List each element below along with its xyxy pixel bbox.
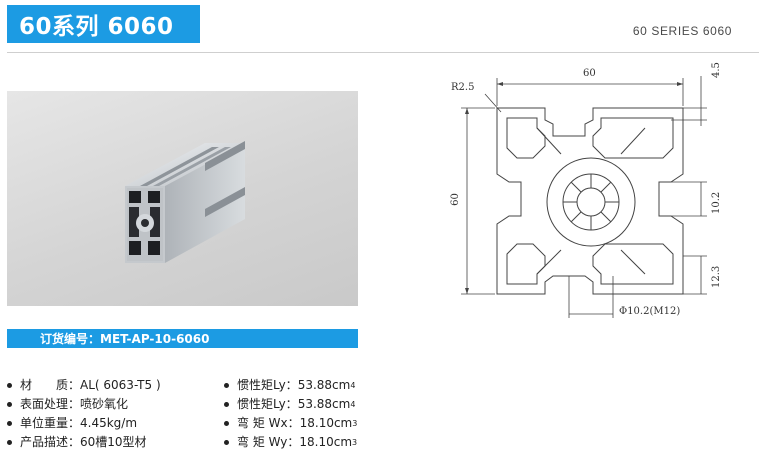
cross-section-drawing: R2.5 60 60 4.5 10.2 12.3 Φ10.2(M12) — [445, 62, 745, 324]
height-dim-label: 60 — [449, 193, 461, 206]
wall-dim-label: 4.5 — [711, 62, 722, 78]
spec-value: 18.10cm — [299, 416, 353, 430]
bullet-icon — [7, 383, 12, 388]
spec-value: AL( 6063-T5 ) — [80, 378, 161, 392]
spec-weight: 单位重量： 4.45kg/m — [7, 414, 161, 433]
width-dim-label: 60 — [583, 68, 596, 79]
spec-surface: 表面处理： 喷砂氧化 — [7, 395, 161, 414]
spec-label: 弯 矩 Wy： — [237, 435, 300, 449]
spec-value: 4.45kg/m — [80, 416, 138, 430]
bullet-icon — [224, 421, 229, 426]
spec-label: 惯性矩Ly： — [237, 397, 298, 411]
spec-description: 产品描述： 60槽10型材 — [7, 433, 161, 452]
order-number-bar: 订货编号：MET-AP-10-6060 — [7, 329, 358, 348]
bullet-icon — [7, 421, 12, 426]
header-divider — [7, 52, 759, 53]
spec-value: 喷砂氧化 — [80, 397, 129, 411]
profile-cross-section-svg — [461, 76, 707, 318]
spec-material: 材 质： AL( 6063-T5 ) — [7, 376, 161, 395]
spec-value: 53.88cm — [297, 378, 351, 392]
spec-label: 单位重量： — [20, 416, 81, 430]
spec-value: 53.88cm — [297, 397, 351, 411]
bullet-icon — [7, 440, 12, 445]
spec-value: 60槽10型材 — [80, 435, 147, 449]
bore-dim-label: Φ10.2(M12) — [619, 306, 681, 317]
spec-label: 惯性矩Ly： — [237, 378, 298, 392]
series-label: 60 SERIES 6060 — [632, 24, 732, 38]
spec-label: 弯 矩 Wx： — [237, 416, 300, 430]
slot-dim-label: 10.2 — [711, 191, 722, 214]
offset-dim-label: 12.3 — [711, 265, 722, 288]
spec-label: 材 质： — [20, 378, 81, 392]
bullet-icon — [224, 440, 229, 445]
specs-left: 材 质： AL( 6063-T5 ) 表面处理： 喷砂氧化 单位重量： 4.45… — [7, 376, 161, 452]
bullet-icon — [224, 383, 229, 388]
spec-label: 表面处理： — [20, 397, 81, 411]
page-title: 60系列 6060 — [7, 5, 200, 43]
bullet-icon — [7, 402, 12, 407]
radius-dim-label: R2.5 — [451, 82, 475, 93]
bullet-icon — [224, 402, 229, 407]
product-photo — [7, 91, 358, 306]
spec-value: 18.10cm — [299, 435, 353, 449]
aluminum-profile-illustration — [125, 141, 245, 263]
spec-label: 产品描述： — [20, 435, 81, 449]
